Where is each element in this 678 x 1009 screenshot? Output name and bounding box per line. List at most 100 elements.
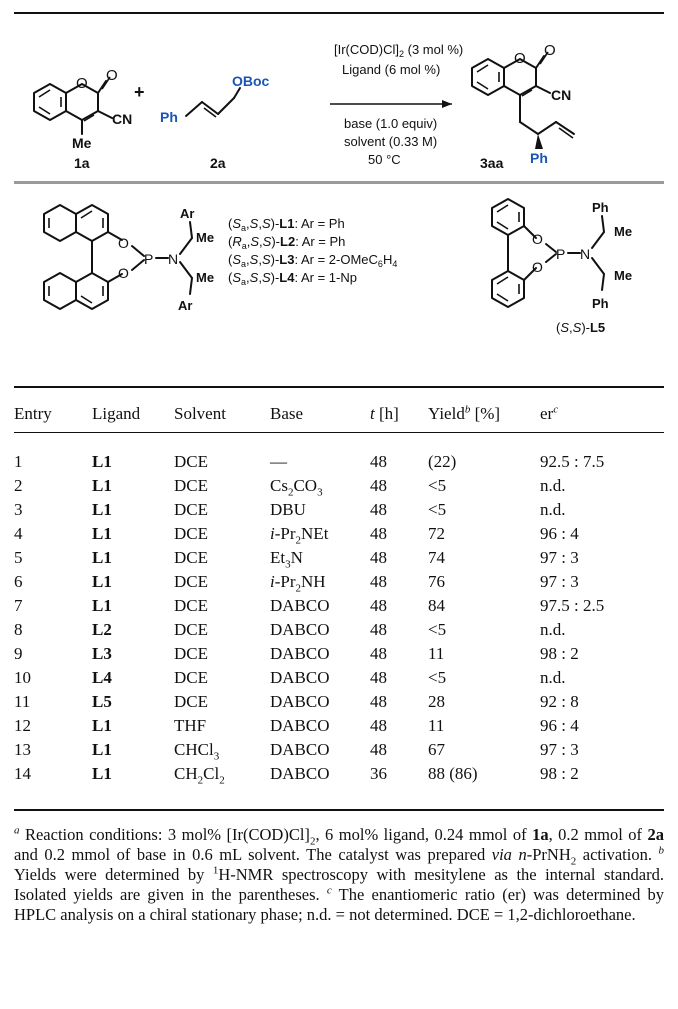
cell-base: i-Pr2NH (270, 572, 326, 595)
cell-solvent: DCE (174, 476, 208, 495)
cell-er: 92 : 8 (540, 692, 579, 711)
binol-o-top: O (118, 235, 129, 251)
top-rule (14, 12, 664, 14)
cell-entry: 13 (14, 740, 31, 759)
plus-sign: + (134, 82, 145, 102)
cell-yield: 11 (428, 716, 445, 735)
cell-time: 48 (370, 668, 387, 687)
cell-time: 48 (370, 524, 387, 543)
cell-ligand: L1 (92, 476, 112, 495)
cell-solvent: DCE (174, 596, 208, 615)
compound-label-3aa: 3aa (480, 155, 504, 171)
cell-base: DABCO (270, 764, 330, 783)
binol-p: P (144, 251, 153, 267)
biphenol-phosphoramidite-structure (491, 198, 605, 308)
cell-entry: 2 (14, 476, 23, 495)
cell-time: 48 (370, 500, 387, 519)
cell-solvent: DCE (174, 524, 208, 543)
biph-ph-bottom: Ph (592, 296, 609, 311)
table-footnote: a Reaction conditions: 3 mol% [Ir(COD)Cl… (14, 824, 665, 924)
cell-time: 48 (370, 548, 387, 567)
header-base: Base (270, 404, 304, 423)
coumarin-1a-structure (33, 76, 113, 135)
coumarin-o-ring: O (76, 75, 88, 92)
cell-entry: 9 (14, 644, 23, 663)
cell-time: 48 (370, 740, 387, 759)
condition-solvent: solvent (0.33 M) (344, 134, 437, 149)
header-time: t [h] (370, 404, 399, 423)
cell-ligand: L1 (92, 764, 112, 783)
cell-entry: 10 (14, 668, 31, 687)
reaction-scheme: O O CN Me 1a + Ph OBoc 2a [Ir(COD)Cl]2 (… (14, 42, 664, 335)
binol-me-top: Me (196, 230, 214, 245)
cell-entry: 11 (14, 692, 31, 711)
cell-er: 96 : 4 (540, 716, 579, 735)
biph-n: N (580, 246, 590, 262)
cell-solvent: CH2Cl2 (174, 764, 225, 787)
cell-er: 97 : 3 (540, 740, 579, 759)
cell-er: n.d. (540, 668, 566, 687)
cell-ligand: L1 (92, 524, 112, 543)
cell-entry: 3 (14, 500, 23, 519)
cell-yield: 88 (86) (428, 764, 478, 783)
cell-er: n.d. (540, 620, 566, 639)
cell-ligand: L1 (92, 740, 112, 759)
cell-er: 92.5 : 7.5 (540, 452, 605, 471)
cell-solvent: CHCl3 (174, 740, 220, 763)
ligand-l3-descriptor: (Sa,S,S)-L3: Ar = 2-OMeC6H4 (228, 252, 397, 269)
table-header-row: Entry Ligand Solvent Base t [h] Yieldb [… (14, 400, 664, 448)
cell-yield: 76 (428, 572, 445, 591)
cell-entry: 6 (14, 572, 23, 591)
allyl-ph: Ph (160, 109, 178, 125)
cell-time: 48 (370, 620, 387, 639)
cell-time: 48 (370, 452, 387, 471)
cell-yield: <5 (428, 500, 447, 519)
cell-er: n.d. (540, 476, 566, 495)
cell-ligand: L4 (92, 668, 112, 687)
binol-phosphoramidite-structure (43, 204, 193, 310)
cell-yield: 11 (428, 644, 445, 663)
scheme-divider (14, 181, 664, 184)
cell-entry: 7 (14, 596, 23, 615)
cell-time: 48 (370, 716, 387, 735)
header-er: erc (540, 403, 559, 423)
cell-solvent: DCE (174, 452, 208, 471)
cell-time: 48 (370, 572, 387, 591)
cell-time: 48 (370, 476, 387, 495)
product-ph: Ph (530, 150, 548, 166)
header-yield: Yieldb [%] (428, 403, 501, 423)
compound-label-2a: 2a (210, 155, 226, 171)
cell-solvent: DCE (174, 692, 208, 711)
optimization-table: Entry Ligand Solvent Base t [h] Yieldb [… (14, 400, 664, 786)
product-3aa-structure (471, 51, 575, 149)
cell-yield: <5 (428, 620, 447, 639)
ligand-l1-descriptor: (Sa,S,S)-L1: Ar = Ph (228, 216, 345, 233)
cell-entry: 12 (14, 716, 31, 735)
allyl-carbonate-2a-structure (185, 87, 241, 118)
binol-n: N (168, 251, 178, 267)
cell-solvent: DCE (174, 572, 208, 591)
cell-time: 48 (370, 692, 387, 711)
cell-base: DBU (270, 500, 306, 519)
product-o-ring: O (514, 50, 526, 67)
biph-me-bottom: Me (614, 268, 632, 283)
cell-yield: <5 (428, 476, 447, 495)
cell-entry: 5 (14, 548, 23, 567)
biph-o-top: O (532, 231, 543, 247)
compound-label-1a: 1a (74, 155, 90, 171)
cell-base: DABCO (270, 596, 330, 615)
product-o-carbonyl: O (544, 42, 556, 59)
biph-ph-top: Ph (592, 200, 609, 215)
